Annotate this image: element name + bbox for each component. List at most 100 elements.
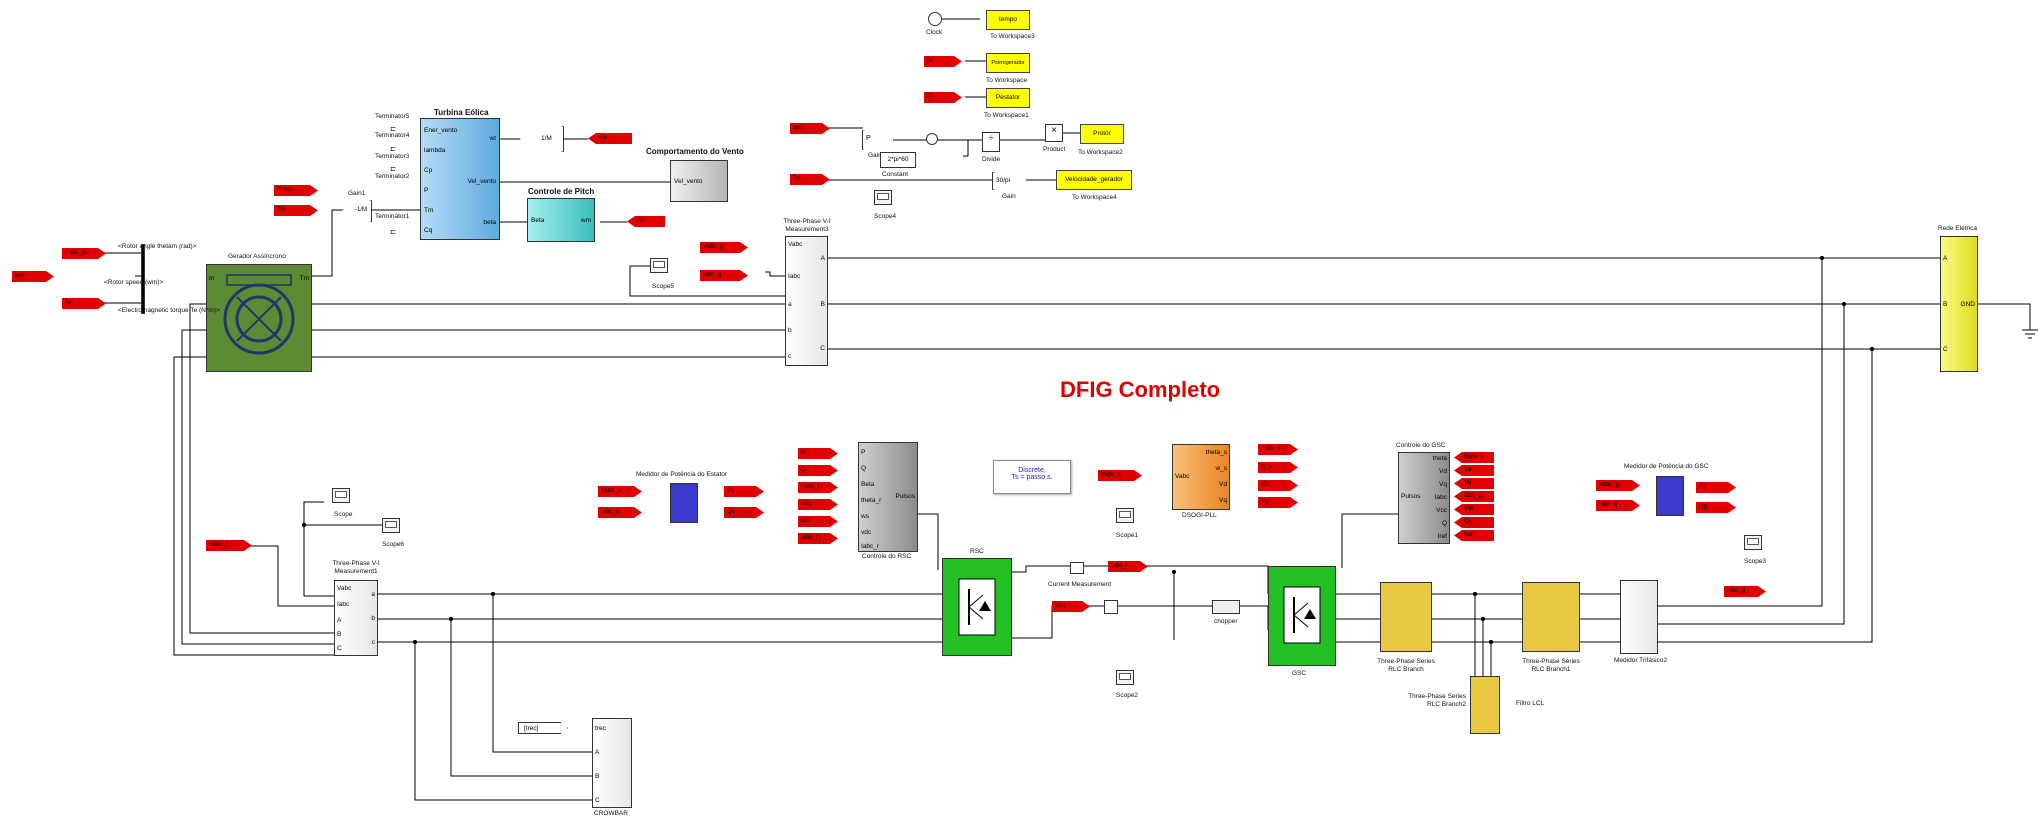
goto-tag[interactable]: Vabc_s — [206, 540, 252, 551]
goto-tag[interactable]: Qg — [1696, 502, 1736, 513]
from-tag[interactable]: Iabc_g — [1596, 500, 1640, 511]
goto-tag[interactable]: Iabc_r — [1108, 561, 1148, 572]
gsc-control-block[interactable]: theta Vd Vq Iabc Vcc Q Iref Pulsos — [1398, 452, 1450, 544]
generator-block[interactable]: Tm m — [206, 264, 312, 372]
rsc-title: RSC — [970, 548, 984, 555]
divide-block[interactable]: ÷ — [982, 132, 1000, 152]
rsc-ctrl-port: vdc — [861, 529, 871, 536]
meas1-block[interactable]: Vabc Iabc A B C a b c — [334, 580, 378, 656]
from-tag[interactable]: Pe — [790, 174, 830, 185]
from-tag[interactable]: Vdc — [1052, 601, 1090, 612]
rlc-branch2-block[interactable] — [1470, 676, 1500, 734]
terminator-icon: ⊏ — [390, 145, 396, 153]
from-tag[interactable]: Te — [62, 298, 106, 309]
scope-icon[interactable] — [874, 190, 892, 205]
meas3-block[interactable]: Vabc Iabc a b c A B C — [785, 236, 828, 366]
rsc-control-block[interactable]: P Q Beta theta_r ws vdc Iabc_r Pulsos — [858, 442, 918, 552]
goto-tag[interactable]: Pmec — [274, 185, 318, 196]
rsc-block[interactable] — [942, 558, 1012, 656]
scope-label: Scope5 — [652, 283, 674, 290]
goto-tag[interactable]: Qs — [724, 507, 764, 518]
from-tag[interactable]: Vdc — [798, 499, 838, 510]
scope-icon[interactable] — [1116, 670, 1134, 685]
gsc-title: GSC — [1292, 670, 1306, 677]
goto-tag[interactable]: Iabc_g — [1724, 586, 1766, 597]
gsc-block[interactable] — [1268, 566, 1336, 666]
from-tag[interactable]: wm — [798, 516, 838, 527]
from-tag[interactable]: Iabc_g — [1454, 491, 1494, 502]
goto-tag[interactable]: Vd — [1258, 480, 1298, 491]
powergui-block[interactable]: Discrete, Ts = passo s. — [993, 460, 1071, 494]
meter2-block[interactable] — [1620, 580, 1658, 654]
goto-tag[interactable]: w_s — [1258, 462, 1298, 473]
pitch-block[interactable]: Beta wm — [527, 198, 595, 242]
scope-icon[interactable] — [650, 258, 668, 273]
goto-tag[interactable]: Vq — [1258, 497, 1298, 508]
workspace-block[interactable]: tempo — [986, 10, 1030, 30]
goto-tag[interactable]: Pg — [1696, 482, 1736, 493]
from-tag[interactable]: Vabc_s — [1098, 470, 1142, 481]
stator-power-block[interactable] — [670, 483, 698, 523]
crowbar-block[interactable]: trec A B C — [592, 718, 632, 808]
voltage-meas-block[interactable] — [1104, 600, 1118, 614]
grid-block[interactable]: A B C GND — [1940, 236, 1978, 372]
workspace-block[interactable]: Pestator — [986, 88, 1030, 108]
from-tag[interactable]: Pl — [924, 56, 962, 67]
chopper-block[interactable] — [1212, 600, 1240, 614]
crowbar-port: A — [595, 749, 599, 756]
from-tag[interactable]: Vq — [1454, 478, 1494, 489]
wind-block[interactable]: Vel_vento — [670, 160, 728, 202]
goto-tag[interactable]: Iabc_g — [700, 270, 748, 281]
rlc-branch-block[interactable] — [1380, 582, 1432, 652]
scope-label: Scope1 — [1116, 532, 1138, 539]
clock-icon[interactable] — [928, 12, 942, 26]
scope-icon[interactable] — [1744, 535, 1762, 550]
from-tag[interactable]: wm — [12, 271, 54, 282]
turbine-title: Turbina Eólica — [434, 108, 489, 117]
gsc-power-block[interactable] — [1656, 476, 1684, 516]
from-tag[interactable]: Vabc_g — [1596, 480, 1640, 491]
workspace-block[interactable]: Velocidade_gerador — [1056, 170, 1132, 190]
from-tag[interactable]: theta_r — [798, 482, 838, 493]
workspace-block[interactable]: Protor — [1080, 124, 1124, 144]
from-tag[interactable]: Pe — [627, 216, 665, 227]
sum-block[interactable] — [926, 133, 938, 145]
from-tag[interactable]: theta_m — [62, 248, 106, 259]
from-tag[interactable]: Vabc_s — [598, 486, 642, 497]
goto-tag[interactable]: Vabc_g — [700, 242, 748, 253]
current-meas-label: Current Measurement — [1048, 581, 1111, 588]
from-tag[interactable]: theta_s — [1454, 452, 1494, 463]
turbine-block[interactable]: wt Vel_vento beta Ener_vento lambda Cp P… — [420, 118, 500, 240]
goto-tag[interactable]: Tm — [274, 205, 318, 216]
trec-goto[interactable]: [trec] — [518, 722, 568, 734]
meas3-port: B — [821, 301, 825, 308]
workspace-label: To Workspace2 — [1078, 149, 1123, 156]
goto-tag[interactable]: Pe — [724, 486, 764, 497]
from-tag[interactable]: Q — [798, 465, 838, 476]
pll-block[interactable]: Vabc theta_s w_s Vd Vq — [1172, 444, 1230, 510]
from-tag[interactable]: wm — [790, 123, 830, 134]
current-meas-block[interactable] — [1070, 562, 1084, 574]
from-tag[interactable]: Iabc_r — [798, 533, 838, 544]
from-tag[interactable]: Pl — [924, 92, 962, 103]
from-tag[interactable]: Iref — [1454, 530, 1494, 541]
rlc-branch1-block[interactable] — [1522, 582, 1580, 652]
scope-icon[interactable] — [332, 488, 350, 503]
workspace-block[interactable]: Pserogerador — [986, 53, 1030, 73]
goto-tag[interactable]: theta_s — [1258, 444, 1298, 455]
igbt-icon — [943, 559, 1011, 655]
from-tag[interactable]: Iabc_s — [598, 507, 642, 518]
from-tag[interactable]: Vd — [1454, 465, 1494, 476]
scope-icon[interactable] — [382, 518, 400, 533]
product-block[interactable]: × — [1045, 124, 1063, 142]
from-tag[interactable]: Qg — [1454, 517, 1494, 528]
constant-block[interactable]: 2*pi*60 — [880, 152, 916, 168]
pll-port: w_s — [1215, 465, 1227, 472]
meas3-port: c — [788, 353, 791, 360]
from-tag[interactable]: P — [798, 448, 838, 459]
from-tag[interactable]: wm — [588, 133, 632, 144]
divide-label: Divide — [982, 156, 1000, 163]
scope-icon[interactable] — [1116, 508, 1134, 523]
chopper-label: chopper — [1214, 618, 1238, 625]
from-tag[interactable]: Vdc — [1454, 504, 1494, 515]
